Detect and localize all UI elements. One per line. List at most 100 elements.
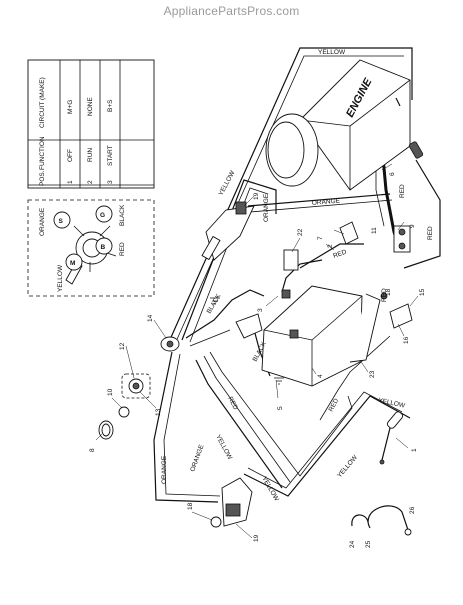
wire-label: ORANGE [312,198,341,207]
leader-lines [95,163,419,539]
terminal-24 [351,514,369,527]
engine-flywheel-inner [267,121,305,179]
terminal-b [95,237,113,255]
leader [243,195,255,207]
wire-harness-diag-2 [203,355,291,483]
terminal-m-color: YELLOW [57,264,64,292]
table-cell: B+S [107,99,114,112]
table-header-pos: POS. [39,170,46,186]
battery-post-pos [281,289,291,299]
leader [111,397,123,409]
leader [381,163,393,171]
wire-orange-left-2 [163,353,221,497]
engine-block [299,59,411,191]
seat-switch-body [389,303,413,329]
leader [235,523,253,539]
terminal-b-color: RED [119,242,126,256]
nut-18-lower [210,516,222,528]
leader [359,359,369,373]
terminal-b-label: B [101,244,106,251]
ground-icon [274,377,284,385]
part-numbers: 1 2 3 4 5 6 7 8 9 10 11 12 13 14 15 16 1… [89,172,426,548]
terminal-s [53,211,71,229]
battery-tray [349,293,381,363]
terminal-25 [404,528,412,536]
part-number: 18 [187,502,194,510]
wire-harness [153,47,441,503]
part-number: 26 [409,506,416,514]
key-switch-parts [98,373,151,440]
leader [325,243,335,251]
wire-label: YELLOW [318,49,346,56]
table-cell: START [107,145,114,166]
wire-harness-diag-3 [209,351,353,477]
nut-10 [118,406,130,418]
wire-label: RED [226,396,239,412]
part-number: 16 [403,336,410,344]
wire-yellow-outer [167,47,413,345]
part-number: 23 [369,370,376,378]
switch-plate [201,235,221,261]
key-switch-detail: S G B M ORANGE BLACK RED YELLOW [27,199,155,297]
wire-orange-left [153,351,219,503]
part-number: 24 [349,540,356,548]
engine-edge [299,119,351,127]
battery-post-neg [289,329,299,339]
wire-label: YELLOW [214,434,233,462]
wire-label: YELLOW [218,169,237,197]
part-number: 7 [317,236,324,240]
part-number: 11 [371,227,378,234]
key-switch-12-core [132,382,140,390]
wire-yellow-lower-2 [247,391,403,489]
watermark: AppliancePartsPros.com [163,4,300,18]
table-cell: NONE [87,97,94,116]
terminal-s-color: ORANGE [39,207,46,236]
wire-label: RED [328,397,341,413]
battery-holddown [235,313,263,339]
leader [395,437,409,449]
pto-switch-assembly [210,477,253,528]
wire-red-low [319,335,391,421]
ground-symbols [210,297,284,385]
leader [397,221,405,231]
leader [397,323,405,337]
part-number: 22 [297,228,304,236]
wire-orange-bar-2 [249,199,393,213]
solenoid-terminal [398,242,406,250]
terminal-m [65,253,83,271]
part-number: 10 [107,388,114,396]
table-header-circuit: CIRCUIT (MAKE) [39,77,46,128]
wire-red-right [403,159,441,269]
table-cell: M+G [67,100,74,114]
wire-label: RED [381,288,388,302]
leader [311,367,317,375]
wire-label: ORANGE [189,443,205,472]
wire-black-14 [185,289,265,339]
switch-19-lower [225,503,241,517]
part-number: 13 [155,408,162,416]
switch-function-table: POS. FUNCTION CIRCUIT (MAKE) 1 OFF M+G 2… [27,59,155,189]
part-number: 6 [389,172,396,176]
wire-orange-inner-2 [189,187,269,343]
lower-right-parts [351,411,412,536]
part-number: 4 [317,374,324,378]
table-border [27,59,155,189]
connector-19 [235,201,247,215]
terminal-g-color: BLACK [119,204,126,226]
battery-body [261,285,363,387]
part-number: 5 [277,406,284,410]
wire-orange-bar [247,193,391,207]
wire-orange-inner [181,179,277,341]
connector-14 [160,336,180,352]
wire-14-branch [189,329,231,347]
battery [235,221,381,387]
wire-yellow-lower [243,395,411,497]
table-cell: 3 [107,180,114,184]
plug-14-pin [166,340,174,348]
leader [95,433,103,441]
wire-label: ORANGE [161,455,168,484]
wire-harness-diag [195,359,283,489]
wire-red-7 [299,243,364,269]
